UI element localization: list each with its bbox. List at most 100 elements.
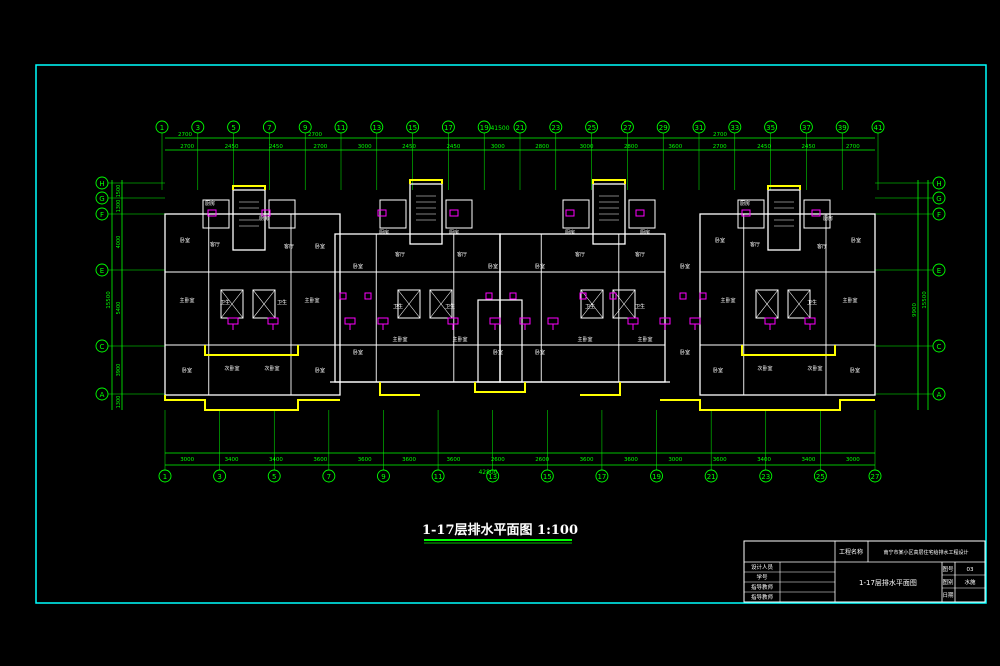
- bottom-dim-text: 3600: [624, 457, 638, 463]
- bottom-grid-bubble-9: [377, 469, 390, 483]
- top-grid-label-21: 21: [516, 124, 525, 132]
- room-label: 卫生: [393, 303, 403, 310]
- room-label: 客厅: [284, 243, 294, 250]
- top-dim-text: 2450: [446, 144, 460, 150]
- balcony-outlines: [164, 179, 875, 411]
- tb-label-date: 日期: [942, 592, 954, 599]
- room-label: 卫生: [635, 303, 645, 310]
- bottom-grid-label-23: 23: [761, 473, 770, 481]
- bottom-grid-label-13: 13: [488, 473, 497, 481]
- room-label: 卧室: [850, 367, 860, 374]
- stair-core-2: [592, 183, 626, 245]
- room-label: 次卧室: [757, 365, 772, 372]
- room-label: 主卧室: [720, 297, 735, 304]
- kitchen-box-b-2: [628, 199, 656, 229]
- kitchen-drain-6: [741, 209, 751, 217]
- room-label: 卧室: [493, 349, 503, 356]
- bottom-dim-text: 3600: [580, 457, 594, 463]
- bottom-dim-text: 3600: [713, 457, 727, 463]
- dimension-lines: [108, 133, 933, 470]
- bottom-dim-text: 3600: [313, 457, 327, 463]
- room-label: 厨房: [740, 200, 750, 207]
- room-label: 卧室: [680, 263, 690, 270]
- elevator-shaft-b-2: [612, 289, 636, 319]
- floor-drain-2: [485, 292, 493, 300]
- room-label: 次卧室: [264, 365, 279, 372]
- tb-value-sheet-no: 03: [967, 567, 974, 573]
- top-grid-label-7: 7: [267, 124, 271, 132]
- bottom-dim-total: 42800: [478, 469, 497, 476]
- bottom-grid-bubble-27: [868, 469, 882, 483]
- top-grid-bubble-23: [549, 120, 563, 134]
- left-grid-bubble-F: [95, 207, 109, 221]
- bottom-grid-bubble-13: [486, 469, 500, 483]
- right-grid-label-H: H: [936, 180, 941, 188]
- bottom-grid-label-9: 9: [381, 473, 385, 481]
- right-grid-label-E: E: [937, 267, 941, 275]
- bottom-grid-label-15: 15: [543, 473, 552, 481]
- bottom-grid-bubble-17: [595, 469, 609, 483]
- left-grid-label-E: E: [100, 267, 104, 275]
- bottom-dim-text: 2600: [535, 457, 549, 463]
- room-label: 主卧室: [452, 336, 467, 343]
- room-label: 卫生: [807, 299, 817, 306]
- left-grid-bubble-H: [95, 176, 109, 190]
- top-dim-total: 41500: [490, 125, 509, 132]
- left-grid-label-A: A: [100, 391, 105, 399]
- floor-drain-3: [509, 292, 517, 300]
- elevator-shaft-b-1: [429, 289, 453, 319]
- top-dim-row1-text: 2700: [178, 132, 192, 138]
- elevator-x4-3: [787, 289, 811, 319]
- drawing-title: 1-17层排水平面图 1:100: [422, 522, 578, 538]
- left-dim-text: 1500: [116, 185, 122, 198]
- room-label: 次卧室: [224, 365, 239, 372]
- balcony-bottom-center: [474, 382, 526, 393]
- top-dim-text: 2800: [535, 144, 549, 150]
- left-grid-label-H: H: [99, 180, 104, 188]
- elevator-x2-1: [397, 289, 421, 319]
- room-label: 卧室: [535, 349, 545, 356]
- kitchen-drain-7: [811, 209, 821, 217]
- left-dim-text: 1300: [116, 200, 122, 213]
- bottom-grid-label-3: 3: [217, 473, 221, 481]
- top-grid-label-25: 25: [587, 124, 596, 132]
- tb-row-advisor-1: 指导教师: [751, 583, 774, 591]
- top-grid-bubble-37: [799, 120, 813, 134]
- bottom-dim-text: 3400: [757, 457, 771, 463]
- right-grid-bubble-E: [932, 263, 946, 277]
- top-grid-bubble-27: [620, 120, 634, 134]
- top-grid-bubble-25: [585, 120, 599, 134]
- top-dim-text: 2450: [801, 144, 815, 150]
- top-grid-label-29: 29: [659, 124, 668, 132]
- room-label: 卧室: [680, 349, 690, 356]
- kitchen-drain-3: [449, 209, 459, 217]
- room-label: 客厅: [750, 241, 760, 248]
- bottom-dim-text: 3600: [446, 457, 460, 463]
- top-grid-bubble-19: [477, 120, 491, 134]
- floor-drain-5: [609, 292, 617, 300]
- elevator-x4-1: [429, 289, 453, 319]
- left-grid-bubble-C: [95, 339, 109, 353]
- room-label: 主卧室: [304, 297, 319, 304]
- kitchen-box-a-1: [379, 199, 407, 229]
- room-label: 主卧室: [637, 336, 652, 343]
- top-grid-bubble-15: [406, 120, 420, 134]
- top-grid-label-41: 41: [874, 124, 883, 132]
- top-grid-bubble-17: [441, 120, 455, 134]
- right-grid-bubble-C: [932, 339, 946, 353]
- bottom-dim-text: 3600: [402, 457, 416, 463]
- balcony-bottom-unit4: [660, 399, 875, 411]
- bottom-grid-label-1: 1: [163, 473, 167, 481]
- room-label: 次卧室: [807, 365, 822, 372]
- bottom-grid-label-25: 25: [816, 473, 825, 481]
- top-grid-label-35: 35: [766, 124, 775, 132]
- top-grid-bubble-21: [513, 120, 527, 134]
- room-label: 主卧室: [577, 336, 592, 343]
- kitchen-box-a-2: [562, 199, 590, 229]
- floor-drain-0: [339, 292, 347, 300]
- top-grid-bubble-11: [334, 120, 348, 134]
- tb-row-advisor-2: 指导教师: [751, 593, 774, 601]
- top-grid-bubble-13: [370, 120, 384, 134]
- left-grid-bubble-A: [95, 387, 109, 401]
